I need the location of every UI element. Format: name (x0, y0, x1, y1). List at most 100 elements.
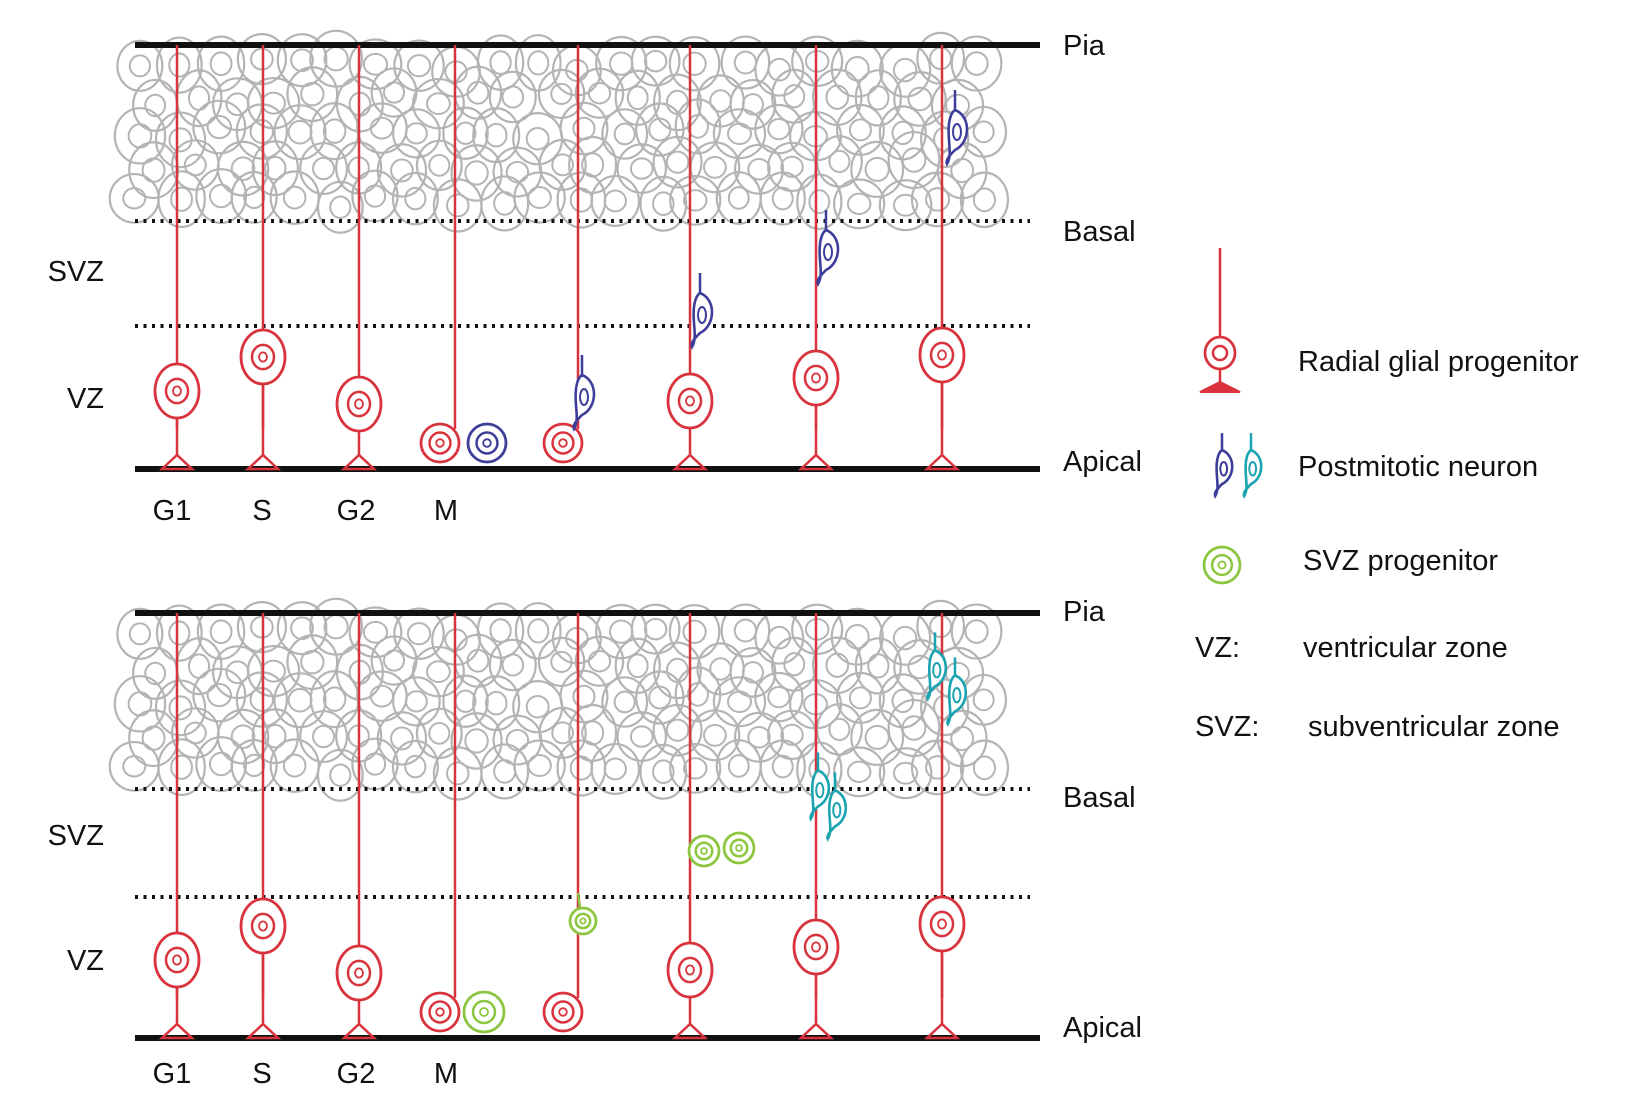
legend-neuron-teal (1242, 433, 1263, 499)
plate-cell (854, 637, 902, 695)
plate-cell (309, 102, 360, 161)
plate-cell (754, 671, 804, 723)
bottom-vz-label: VZ (66, 945, 104, 977)
plate-cell (712, 676, 767, 728)
plate-cell (959, 171, 1010, 229)
svz-progenitor-daughter-cell (462, 990, 506, 1034)
plate-cell (916, 599, 966, 653)
plate-cell (832, 178, 886, 230)
plate-cell (488, 70, 537, 124)
radial-glial-cell-g1-next (666, 372, 714, 471)
legend-radial-glial-label: Radial glial progenitor (1298, 346, 1579, 378)
plate-cell (668, 36, 721, 92)
radial-glial-cell-s-next (792, 918, 840, 1040)
cortical-plate-cells (108, 29, 1010, 234)
plate-cell (432, 178, 483, 233)
plate-cell (590, 742, 641, 795)
plate-cell (132, 78, 179, 132)
teal-neuron (946, 657, 968, 727)
radial-glial-cell-s-next (792, 349, 840, 471)
plate-cell (155, 604, 203, 662)
plate-cell (393, 39, 445, 92)
plate-cell (574, 67, 625, 119)
plate-cell (850, 708, 905, 766)
plate-cell (878, 747, 933, 800)
plate-cell (887, 698, 941, 758)
plate-cell (276, 601, 328, 656)
bottom-phase-g2: G2 (336, 1058, 376, 1090)
svz-progenitor-migrating (568, 906, 598, 936)
migrating-neuron (945, 90, 969, 167)
svz-progenitor-cell (687, 834, 721, 868)
plate-cell (246, 76, 301, 130)
radial-glial-cell-g2-next (918, 895, 966, 1040)
bottom-phase-m: M (433, 1058, 459, 1090)
plate-cell (669, 742, 722, 794)
plate-cell (128, 141, 180, 200)
plate-cell (391, 171, 439, 226)
plate-cell (601, 108, 649, 160)
panel-top (108, 29, 1040, 472)
plate-cell (910, 171, 965, 228)
plate-cell (916, 31, 966, 85)
plate-cell (959, 739, 1010, 797)
plate-cell (276, 33, 328, 88)
bottom-basal-label: Basal (1063, 782, 1136, 814)
plate-cell (616, 711, 668, 762)
bottom-phase-s: S (252, 1058, 272, 1090)
plate-cell (674, 666, 722, 723)
plate-cell (116, 607, 164, 660)
migrating-neuron (690, 273, 714, 350)
plate-cell (568, 703, 618, 762)
plate-cell (590, 174, 641, 227)
plate-cell (480, 175, 530, 232)
radial-glial-progenitor-icon (1199, 248, 1241, 393)
plate-cell (635, 102, 685, 157)
legend-abbr-svz-meaning: subventricular zone (1308, 711, 1560, 743)
plate-cell (614, 69, 661, 126)
bottom-apical-label: Apical (1063, 1012, 1142, 1044)
plate-cell (286, 634, 339, 691)
plate-cell (832, 746, 886, 798)
plate-cell (113, 107, 167, 165)
plate-cell (850, 140, 905, 198)
teal-neuron (809, 752, 831, 822)
plate-cell (132, 646, 179, 700)
plate-cell (712, 108, 767, 160)
plate-cell (246, 644, 301, 698)
plate-cell (630, 35, 681, 87)
legend-abbr-vz: VZ: (1195, 632, 1241, 664)
plate-cell (887, 130, 941, 190)
plate-cell (674, 98, 722, 155)
legend-svz-progenitor-label: SVZ progenitor (1303, 545, 1499, 577)
plate-cell (715, 171, 762, 225)
plate-cell (616, 143, 668, 194)
teal-neuron (826, 772, 848, 842)
legend-svz-cell (1202, 545, 1242, 585)
plate-cell (392, 108, 441, 159)
plate-cell (393, 607, 445, 660)
top-apical-label: Apical (1063, 446, 1142, 478)
radial-glial-cell-g2-next (918, 326, 966, 471)
plate-cell (950, 603, 1003, 660)
plate-cell (348, 38, 403, 91)
plate-cell (192, 667, 247, 723)
svz-process (576, 892, 582, 909)
plate-cell (574, 635, 625, 687)
svz-progenitor-icon (1202, 545, 1242, 585)
plate-cell (754, 103, 804, 155)
plate-cell (192, 99, 247, 155)
plate-cell (348, 606, 403, 659)
plate-cell (630, 603, 681, 655)
plate-cell (157, 738, 206, 797)
plate-cell (251, 708, 299, 765)
plate-cell (316, 180, 364, 234)
plate-cell (309, 670, 360, 729)
legend-abbr-svz: SVZ: (1195, 711, 1260, 743)
plate-cell (113, 675, 167, 733)
plate-cell (170, 139, 220, 191)
plate-cell (796, 173, 843, 230)
plate-cell (568, 135, 618, 194)
bottom-phase-g1: G1 (152, 1058, 192, 1090)
radial-glial-cell-s (239, 328, 287, 471)
